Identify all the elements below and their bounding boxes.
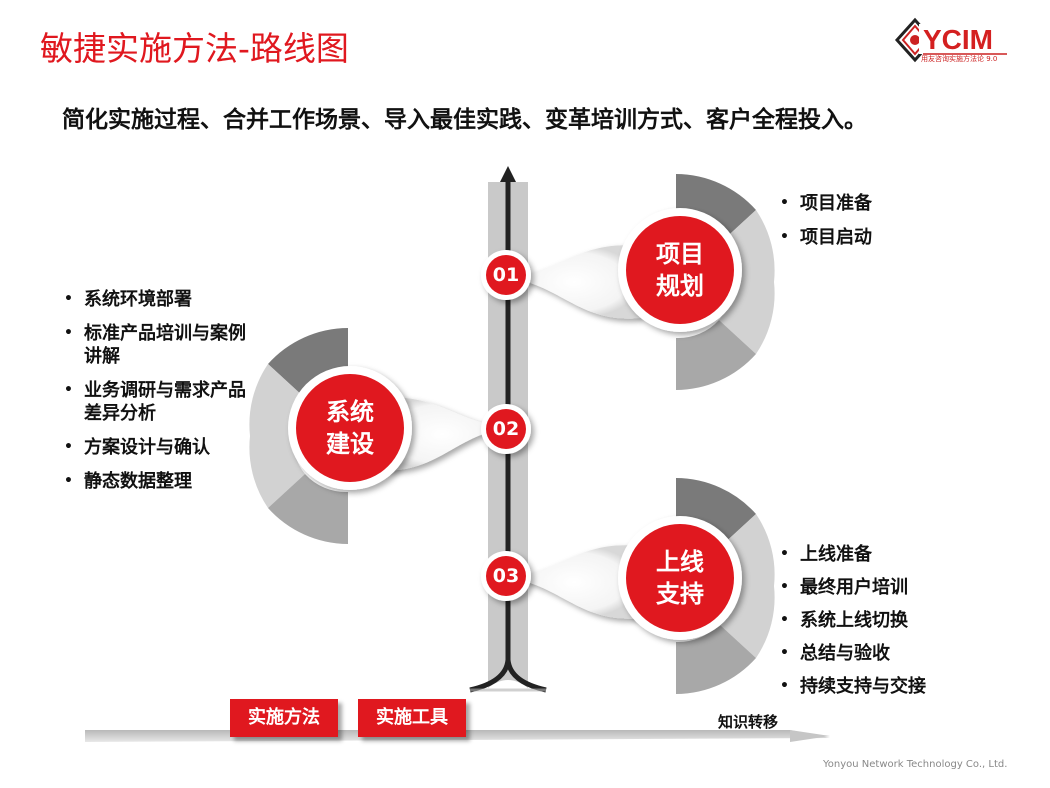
stage-02-label-line2: 建设 [326, 430, 374, 458]
logo-text: YCIM [923, 24, 993, 55]
list-item: 项目准备 [778, 192, 872, 215]
stage-01-number: 01 [492, 264, 520, 286]
list-item: 上线准备 [778, 543, 926, 566]
page-title: 敏捷实施方法-路线图 [40, 29, 349, 68]
stage-01-items: 项目准备 项目启动 [778, 192, 872, 249]
footer-company: Yonyou Network Technology Co., Ltd. [823, 759, 1008, 770]
list-item: 项目启动 [778, 226, 872, 249]
stage-02-label: 系统 建设 [300, 396, 400, 460]
list-item: 系统上线切换 [778, 609, 926, 632]
list-item: 系统环境部署 [62, 288, 262, 311]
list-item: 最终用户培训 [778, 576, 926, 599]
list-item: 总结与验收 [778, 642, 926, 665]
tools-button[interactable]: 实施工具 [358, 699, 466, 737]
stage-03-label-line1: 上线 [656, 548, 704, 576]
stage-01-ring [481, 174, 775, 390]
knowledge-transfer-label: 知识转移 [718, 713, 779, 731]
ycim-logo: YCIM [894, 17, 1007, 63]
stage-01-label-line1: 项目 [656, 240, 704, 268]
stage-03-label-line2: 支持 [656, 580, 704, 608]
logo-subtext: 用友咨询实施方法论 9.0 [921, 55, 998, 63]
stage-02-number: 02 [492, 418, 520, 440]
list-item: 静态数据整理 [62, 470, 262, 493]
method-button[interactable]: 实施方法 [230, 699, 338, 737]
stage-03-label: 上线 支持 [630, 546, 730, 610]
stage-01-label: 项目 规划 [630, 238, 730, 302]
stage-03-number: 03 [492, 565, 520, 587]
stage-03-items: 上线准备 最终用户培训 系统上线切换 总结与验收 持续支持与交接 [778, 543, 926, 698]
stage-02-ring [249, 328, 531, 544]
list-item: 标准产品培训与案例讲解 [62, 322, 262, 368]
stage-02-items: 系统环境部署 标准产品培训与案例讲解 业务调研与需求产品差异分析 方案设计与确认… [62, 288, 262, 493]
stage-03-ring [481, 478, 775, 694]
list-item: 业务调研与需求产品差异分析 [62, 379, 262, 425]
subtitle: 简化实施过程、合并工作场景、导入最佳实践、变革培训方式、客户全程投入。 [62, 107, 867, 133]
list-item: 方案设计与确认 [62, 436, 262, 459]
stage-02-label-line1: 系统 [326, 398, 374, 426]
list-item: 持续支持与交接 [778, 675, 926, 698]
stage-01-label-line2: 规划 [656, 272, 704, 300]
